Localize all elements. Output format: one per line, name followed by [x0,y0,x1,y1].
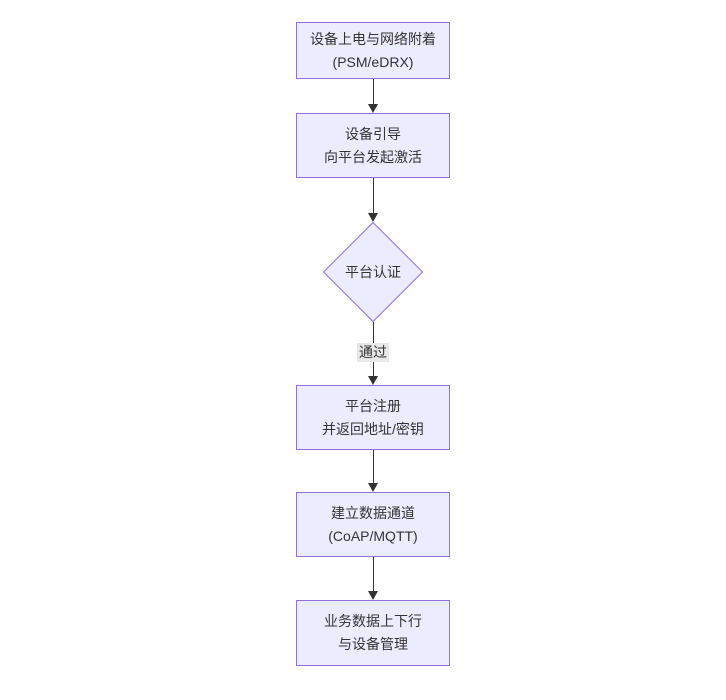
edge-line [372,557,374,592]
node-text-line: 设备上电与网络附着 [310,30,436,47]
edge-label-pass: 通过 [357,343,389,362]
edge-line [372,450,374,484]
node-text-line: (CoAP/MQTT) [328,527,418,544]
arrowhead-down-icon [367,483,378,492]
node-data-channel: 建立数据通道 (CoAP/MQTT) [296,492,450,557]
node-text-line: 业务数据上下行 [324,613,422,629]
node-device-bootstrap: 设备引导 向平台发起激活 [296,113,450,178]
node-text-line: 设备引导 [345,125,401,142]
decision-platform-auth: 平台认证 [321,221,425,323]
arrowhead-down-icon [367,213,378,222]
node-text-line: 与设备管理 [338,636,408,652]
arrowhead-down-icon [367,591,378,600]
node-business-data: 业务数据上下行 与设备管理 [296,600,450,666]
node-text-line: 并返回地址/密钥 [322,420,424,437]
edge-line [372,79,374,105]
arrowhead-down-icon [367,376,378,385]
node-text-line: (PSM/eDRX) [332,53,414,70]
node-text-line: 平台认证 [345,264,401,280]
node-text-line: 向平台发起激活 [324,148,422,165]
node-platform-register: 平台注册 并返回地址/密钥 [296,385,450,450]
node-text-line: 平台注册 [345,397,401,414]
node-device-power-attach: 设备上电与网络附着 (PSM/eDRX) [296,22,450,79]
edge-line [372,178,374,214]
arrowhead-down-icon [367,104,378,113]
node-text-line: 建立数据通道 [331,504,415,521]
